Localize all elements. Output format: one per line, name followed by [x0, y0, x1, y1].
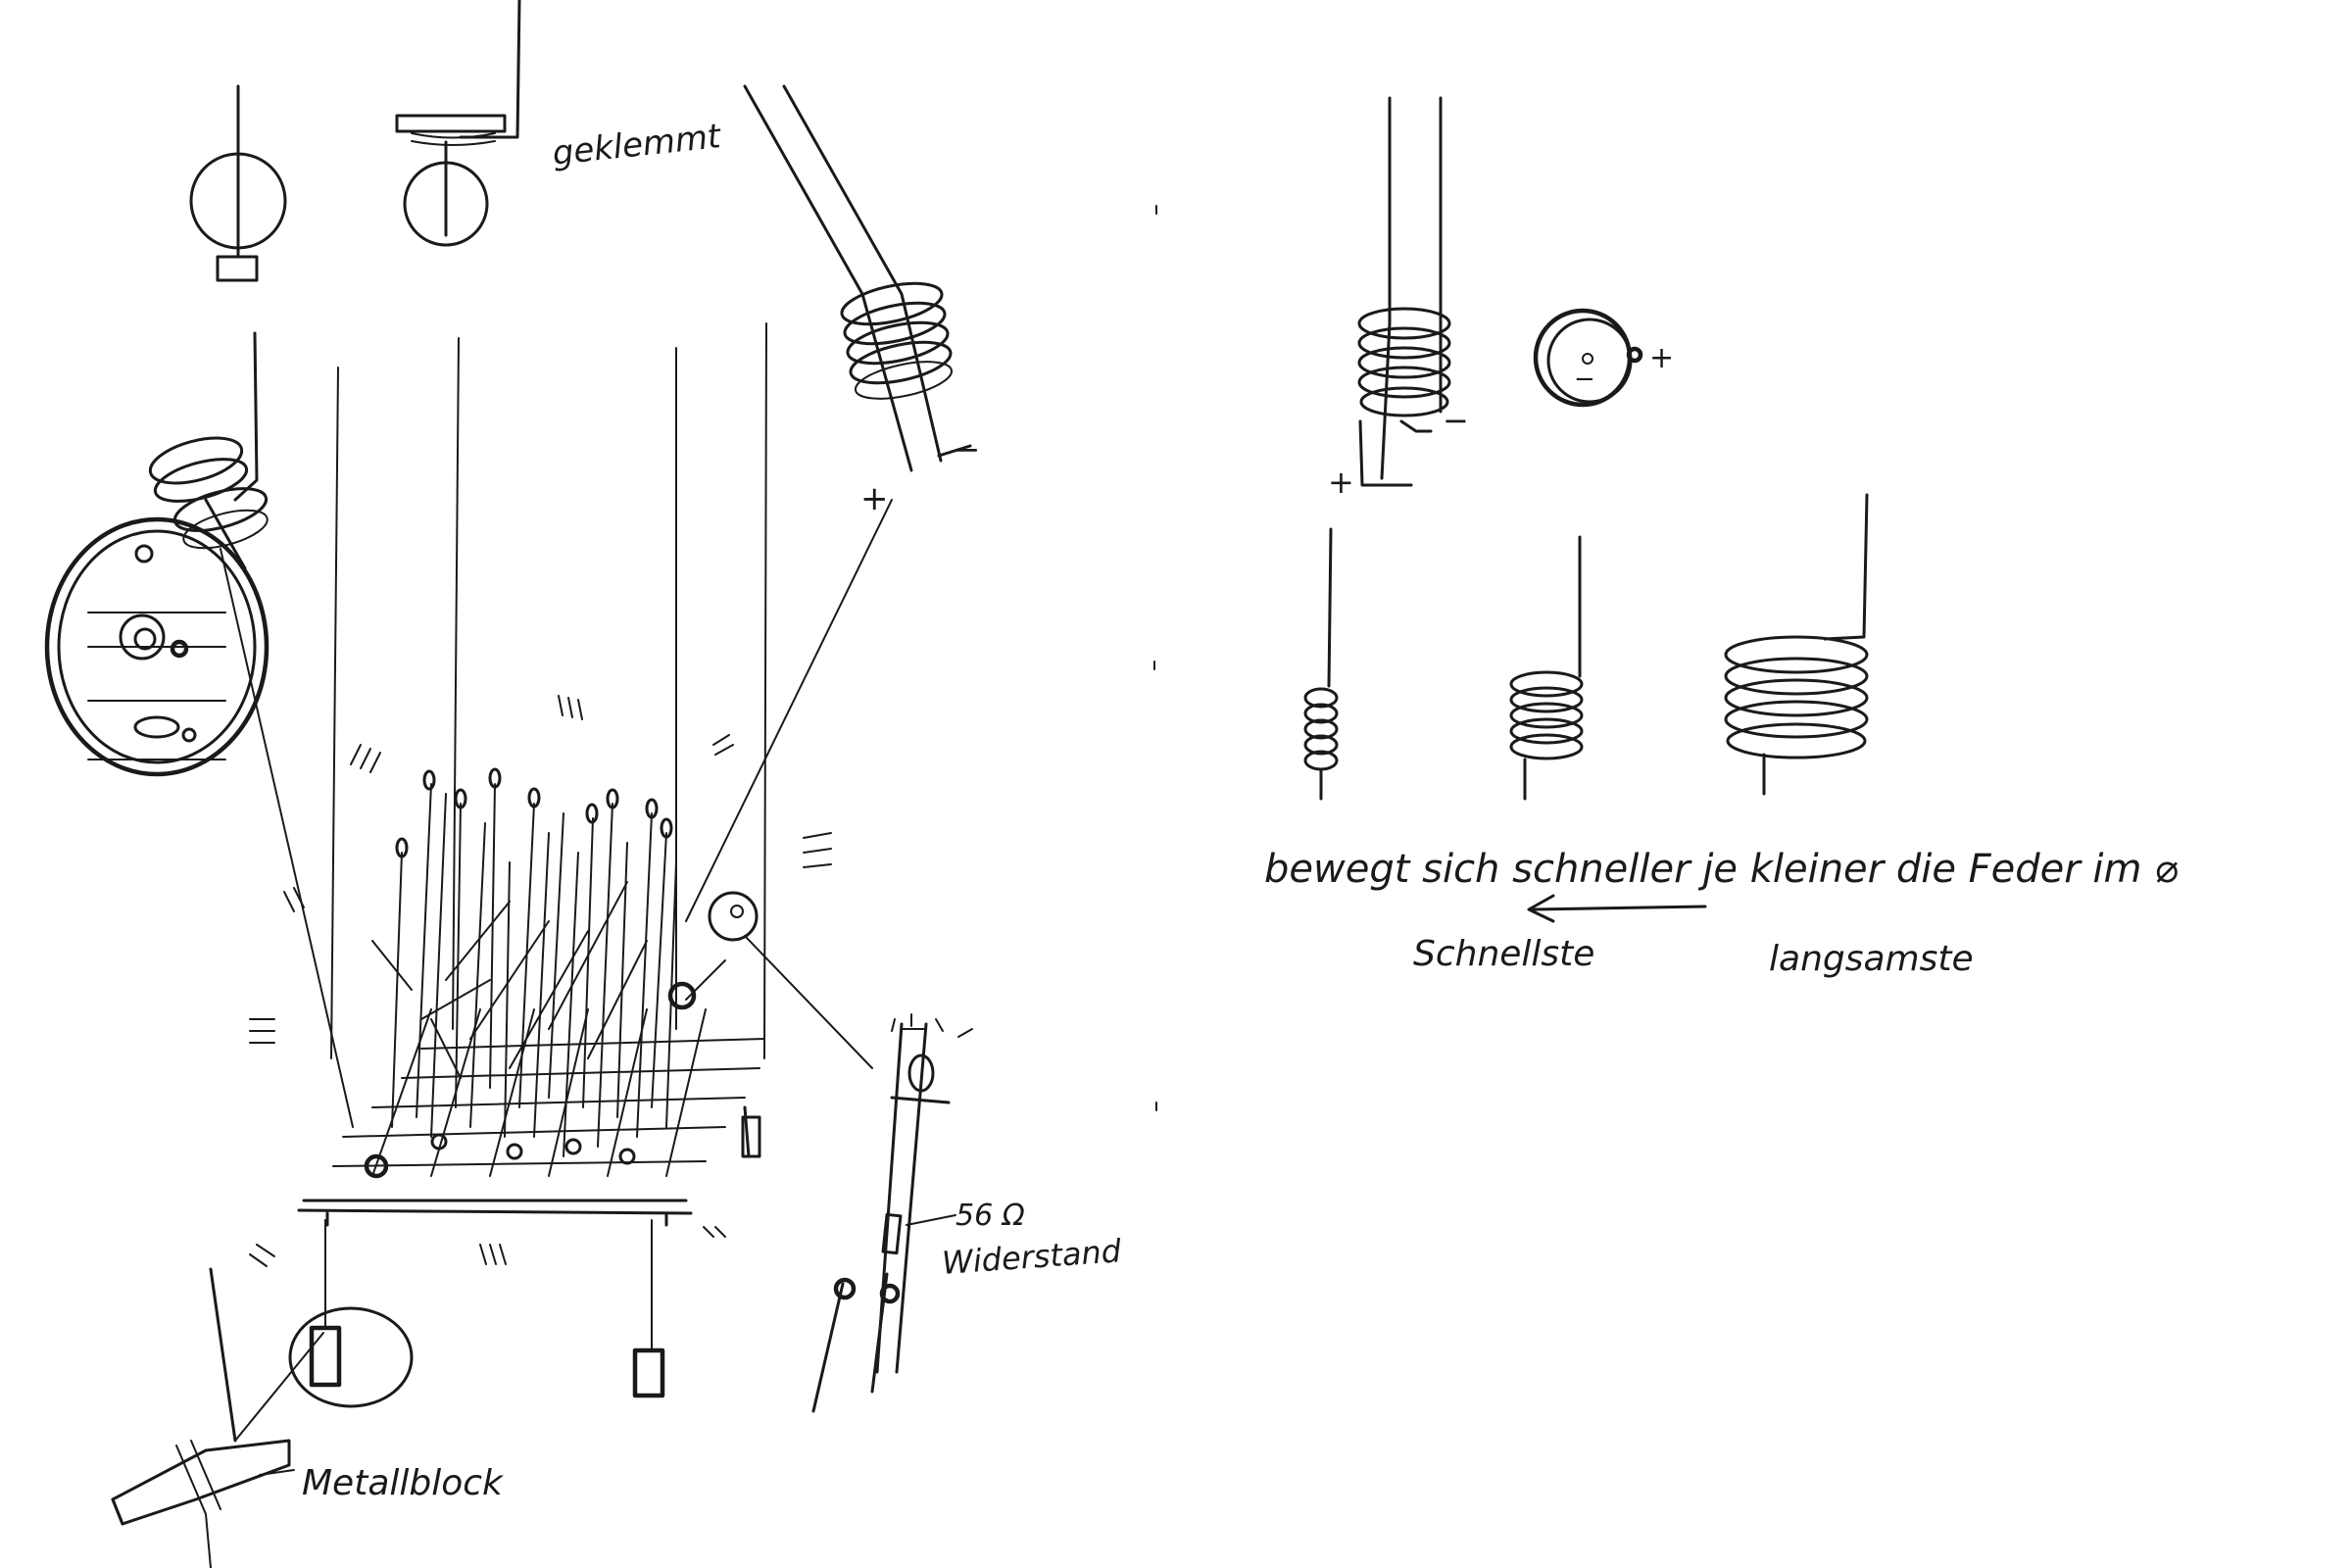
spring-large	[1724, 493, 1869, 796]
plus-right-label: +	[1328, 464, 1354, 501]
spring-medium	[1509, 535, 1584, 801]
geklemmt-label: geklemmt	[551, 117, 724, 173]
coin-motor: − +	[1533, 308, 1674, 408]
minus-right-label: −	[1443, 402, 1469, 439]
caption-fastest: Schnellste	[1413, 934, 1594, 974]
caption-slowest: langsamste	[1769, 939, 1974, 979]
page-fold-marks	[1153, 205, 1157, 1111]
grid-platform	[297, 1008, 765, 1227]
caption: bewegt sich schneller je kleiner die Fed…	[1264, 847, 2178, 979]
resistor-word-label: Widerstand	[941, 1232, 1123, 1282]
wire-bundle	[371, 767, 726, 1157]
tilted-coil-tube: − +	[685, 84, 981, 922]
led-resistor-probe: 56 Ω Widerstand	[811, 1013, 1123, 1413]
side-motor-disk	[708, 891, 873, 1069]
plus-coin-label: +	[1649, 341, 1674, 375]
plus-left-label: +	[860, 479, 889, 518]
coil-on-rod: − +	[1328, 96, 1469, 501]
caption-sentence: bewegt sich schneller je kleiner die Fed…	[1264, 847, 2178, 892]
resistor-value-label: 56 Ω	[956, 1199, 1025, 1233]
motor-coil-assembly	[44, 331, 354, 1128]
minus-left-label: −	[953, 430, 981, 469]
metal-block: Metallblock	[111, 1267, 505, 1568]
hanging-weights	[288, 1105, 761, 1408]
spring-small	[1303, 527, 1339, 801]
metal-block-label: Metallblock	[302, 1463, 505, 1503]
motor-detail-plain	[189, 84, 287, 282]
hanging-threads	[330, 322, 767, 1059]
motor-detail-clamped: geklemmt	[395, 0, 724, 247]
vibration-marks	[249, 695, 832, 1267]
minus-coin-label: −	[1574, 365, 1595, 394]
